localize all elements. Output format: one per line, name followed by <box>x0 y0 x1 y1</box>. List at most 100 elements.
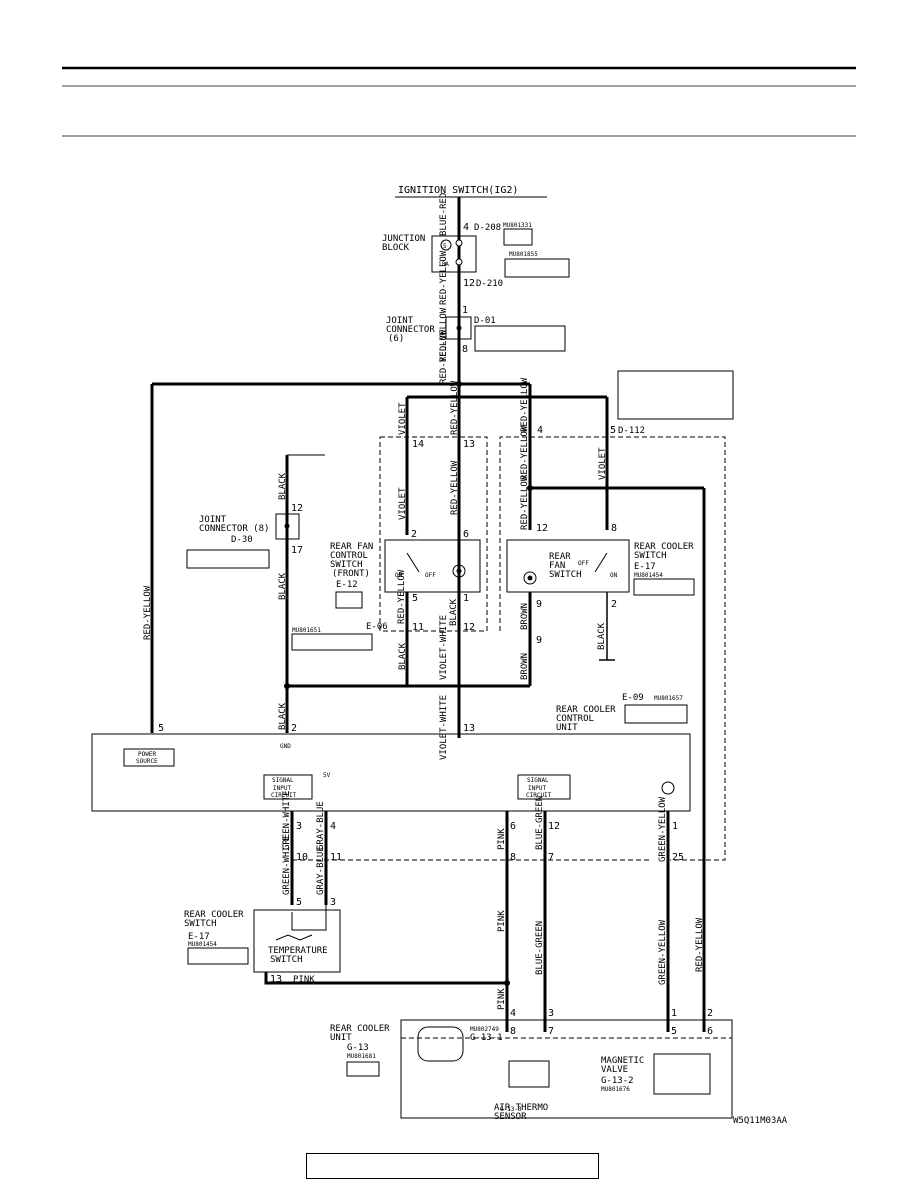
rear-cooler-switch-top-face <box>633 578 695 596</box>
svg-text:MU802749: MU802749 <box>470 1026 499 1033</box>
svg-text:(FRONT): (FRONT) <box>332 569 370 579</box>
ignition-source-label: IGNITION SWITCH(IG2) <box>398 185 518 196</box>
svg-text:11: 11 <box>412 622 424 633</box>
svg-text:4: 4 <box>330 821 336 832</box>
svg-text:CONNECTOR (8): CONNECTOR (8) <box>199 524 269 534</box>
wire-label-brown-1: BROWN <box>520 603 530 630</box>
svg-text:OFF: OFF <box>578 560 589 567</box>
svg-text:5: 5 <box>443 243 447 250</box>
wire-label-red-yellow-9: RED-YELLOW <box>397 569 407 624</box>
wire-label-violet-1: VIOLET <box>398 402 408 435</box>
svg-text:UNIT: UNIT <box>330 1033 352 1043</box>
svg-text:12: 12 <box>536 523 548 534</box>
svg-text:CONNECTOR: CONNECTOR <box>386 325 435 335</box>
svg-text:SWITCH: SWITCH <box>549 570 582 580</box>
wire-label-violet-white-1: VIOLET-WHITE <box>439 615 449 680</box>
wire-label-violet-3: VIOLET <box>598 447 608 480</box>
wire-label-violet-2: VIOLET <box>398 487 408 520</box>
svg-text:13: 13 <box>463 723 475 734</box>
svg-text:14: 14 <box>412 439 424 450</box>
wire-label-red-yellow-5: RED-YELLOW <box>450 460 460 515</box>
svg-text:6: 6 <box>510 821 516 832</box>
svg-text:INPUT: INPUT <box>273 785 291 792</box>
svg-text:SWITCH: SWITCH <box>330 560 363 570</box>
wire-label-black-2: BLACK <box>398 642 408 670</box>
svg-text:5: 5 <box>671 1026 677 1037</box>
wire-label-black-4: BLACK <box>278 572 288 600</box>
front-fan-control-switch: REAR FAN CONTROL SWITCH (FRONT) 14 13 2 … <box>291 439 481 651</box>
svg-text:CIRCUIT: CIRCUIT <box>271 792 297 799</box>
svg-text:4: 4 <box>510 1008 516 1019</box>
svg-text:2: 2 <box>611 599 617 610</box>
pin-7: 7 <box>548 852 554 863</box>
svg-text:SIGNAL: SIGNAL <box>272 777 294 784</box>
svg-text:SOURCE: SOURCE <box>136 758 158 765</box>
svg-text:ON: ON <box>610 572 618 579</box>
svg-text:SENSOR: SENSOR <box>494 1112 527 1122</box>
svg-text:G-13: G-13 <box>347 1043 369 1053</box>
svg-text:12: 12 <box>548 821 560 832</box>
svg-text:UNIT: UNIT <box>556 723 578 733</box>
d112-connector-face <box>617 370 734 420</box>
svg-text:8: 8 <box>462 344 468 355</box>
wire-label-blue-red: BLUE-RED <box>439 193 449 236</box>
d112-pin4: 4 <box>537 425 543 436</box>
svg-text:TEMPERATURE: TEMPERATURE <box>268 946 328 956</box>
wire-label-green-white-1: GREEN-WHITE <box>282 790 292 850</box>
svg-text:SWITCH: SWITCH <box>270 955 303 965</box>
svg-text:CIRCUIT: CIRCUIT <box>526 792 552 799</box>
wire-label-red-yellow-2: RED-YELLOW <box>439 307 449 362</box>
watermark: W5Q11M03AA <box>733 1116 788 1126</box>
wire-label-black-3: BLACK <box>278 472 288 500</box>
svg-text:REAR COOLER: REAR COOLER <box>184 910 244 920</box>
svg-text:6: 6 <box>707 1026 713 1037</box>
wire-label-black-1: BLACK <box>449 598 459 626</box>
front-switch-frame <box>379 436 488 632</box>
svg-text:12: 12 <box>291 503 303 514</box>
wire-label-red-yellow-left: RED-YELLOW <box>143 585 153 640</box>
d112-label: D-112 <box>618 426 645 436</box>
svg-text:OFF: OFF <box>425 572 436 579</box>
svg-text:E-06: E-06 <box>366 622 388 632</box>
svg-text:FAN: FAN <box>549 561 565 571</box>
wire-label-gray-blue-1: GRAY-BLUE <box>316 801 326 850</box>
svg-text:REAR COOLER: REAR COOLER <box>556 705 616 715</box>
svg-text:REAR FAN: REAR FAN <box>330 542 373 552</box>
rear-cooler-switch-top-conn: E-17 <box>634 562 656 572</box>
pin-10: 10 <box>296 852 308 863</box>
svg-text:9: 9 <box>536 635 542 646</box>
wire-label-green-yellow-2: GREEN-YELLOW <box>658 919 668 985</box>
wire-label-brown-2: BROWN <box>520 653 530 680</box>
svg-text:2: 2 <box>291 723 297 734</box>
wire-label-black-5: BLACK <box>278 702 288 730</box>
rear-cooler-switch-top-label2: SWITCH <box>634 551 667 561</box>
svg-text:E-17: E-17 <box>188 932 210 942</box>
rear-cooler-switch-bottom: REAR COOLER SWITCH E-17 MU801454 TEMPERA… <box>184 897 341 985</box>
svg-text:1: 1 <box>672 821 678 832</box>
svg-text:5: 5 <box>296 897 302 908</box>
wire-label-pink-1: PINK <box>497 828 507 850</box>
wire-label-black-6: BLACK <box>597 622 607 650</box>
wire-label-red-yellow-7: RED-YELLOW <box>520 425 530 480</box>
wire-label-pink-13: PINK <box>293 975 315 985</box>
rear-switch-frame <box>499 436 726 861</box>
wire-label-red-yellow-4: RED-YELLOW <box>450 380 460 435</box>
svg-text:7: 7 <box>548 1026 554 1037</box>
wire-label-red-yellow-3: RED-YELLOW <box>439 329 449 384</box>
rear-cooler-unit: REAR COOLER UNIT G-13 MU801681 MU802749 … <box>330 1008 733 1122</box>
svg-text:D-210: D-210 <box>476 279 503 289</box>
svg-text:3: 3 <box>330 897 336 908</box>
rear-cooler-control-unit: REAR COOLER CONTROL UNIT E-09 MU801657 P… <box>91 693 691 832</box>
wire-label-pink-3: PINK <box>497 988 507 1010</box>
svg-text:G-13-2: G-13-2 <box>601 1076 634 1086</box>
junction-block: 5 10A JUNCTION BLOCK 4 D-208 12 D-210 MU… <box>382 222 570 289</box>
svg-text:2: 2 <box>707 1008 713 1019</box>
svg-text:3: 3 <box>548 1008 554 1019</box>
d112-pin5: 5 <box>610 425 616 436</box>
svg-text:2: 2 <box>411 529 417 540</box>
svg-text:MU801657: MU801657 <box>654 695 683 702</box>
svg-text:1: 1 <box>463 593 469 604</box>
wire-label-green-yellow-1: GREEN-YELLOW <box>658 796 668 862</box>
svg-text:13: 13 <box>463 439 475 450</box>
